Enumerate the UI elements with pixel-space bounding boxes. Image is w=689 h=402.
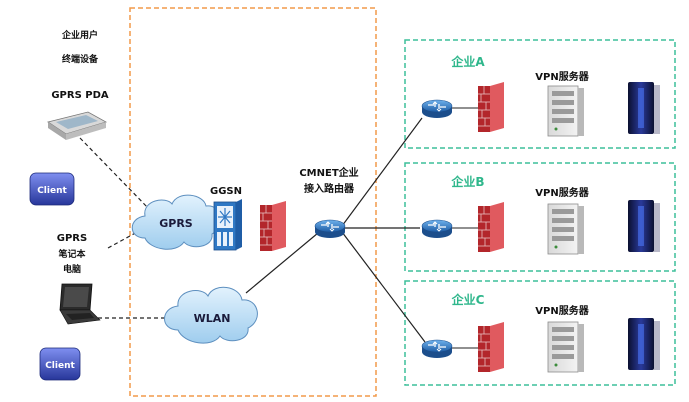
wlan-cloud-label: WLAN bbox=[194, 312, 231, 325]
pda-to-gprs-link bbox=[79, 137, 151, 211]
laptop-to-gprs-link bbox=[107, 224, 151, 249]
firewall-icon bbox=[259, 200, 287, 252]
wlan-to-router-link bbox=[245, 232, 319, 294]
enterprise-a-box bbox=[404, 39, 676, 149]
router-icon bbox=[314, 219, 346, 239]
server-rack-icon bbox=[628, 82, 660, 134]
client-icon: Client bbox=[29, 172, 75, 206]
cmnet-label-line2: 接入路由器 bbox=[304, 182, 355, 195]
server-rack-icon bbox=[628, 200, 660, 252]
gprs-pda-label: GPRS PDA bbox=[51, 90, 109, 101]
enterprise-b-vpn-label: VPN服务器 bbox=[535, 186, 589, 199]
enterprise-c-name: 企业C bbox=[451, 292, 485, 307]
connections bbox=[79, 107, 478, 349]
client-icon: Client bbox=[39, 347, 81, 381]
router-to-enterprise-c-link bbox=[341, 231, 426, 343]
enterprise-user-label-line1: 企业用户 bbox=[61, 29, 98, 41]
ggsn-icon bbox=[213, 199, 242, 251]
enterprise-c-vpn-label: VPN服务器 bbox=[535, 304, 589, 317]
firewall-icon bbox=[477, 201, 505, 253]
enterprise-a-name: 企业A bbox=[450, 54, 485, 69]
gprs-cloud-label: GPRS bbox=[159, 217, 193, 230]
enterprise-b-box bbox=[404, 162, 676, 272]
enterprise-a-vpn-label: VPN服务器 bbox=[535, 70, 589, 83]
firewall-icon bbox=[477, 321, 505, 373]
ggsn-label: GGSN bbox=[210, 186, 242, 197]
gprs-laptop-label-line1: GPRS bbox=[57, 233, 87, 244]
server-rack-icon bbox=[628, 318, 660, 370]
wlan-cloud-icon: WLAN bbox=[164, 286, 258, 344]
router-icon bbox=[421, 339, 453, 359]
router-icon bbox=[421, 219, 453, 239]
vpn-server-icon bbox=[547, 321, 585, 373]
vpn-server-icon bbox=[547, 85, 585, 137]
gprs-cloud-icon: GPRS bbox=[131, 194, 222, 250]
vpn-server-icon bbox=[547, 203, 585, 255]
router-icon bbox=[421, 99, 453, 119]
enterprise-user-label-line2: 终端设备 bbox=[61, 53, 99, 65]
laptop-icon bbox=[59, 283, 101, 325]
client-bottom-label: Client bbox=[45, 361, 75, 371]
gprs-laptop-label-line2: 笔记本 bbox=[58, 248, 86, 260]
enterprise-b-name: 企业B bbox=[450, 174, 484, 189]
enterprise-c-box bbox=[404, 280, 676, 386]
gprs-laptop-label-line3: 电脑 bbox=[63, 263, 81, 275]
router-to-enterprise-a-link bbox=[341, 117, 423, 227]
firewall-icon bbox=[477, 81, 505, 133]
cmnet-label-line1: CMNET企业 bbox=[299, 166, 358, 179]
pda-icon bbox=[47, 111, 108, 140]
client-top-label: Client bbox=[37, 186, 67, 196]
operator-network-box bbox=[129, 7, 377, 397]
